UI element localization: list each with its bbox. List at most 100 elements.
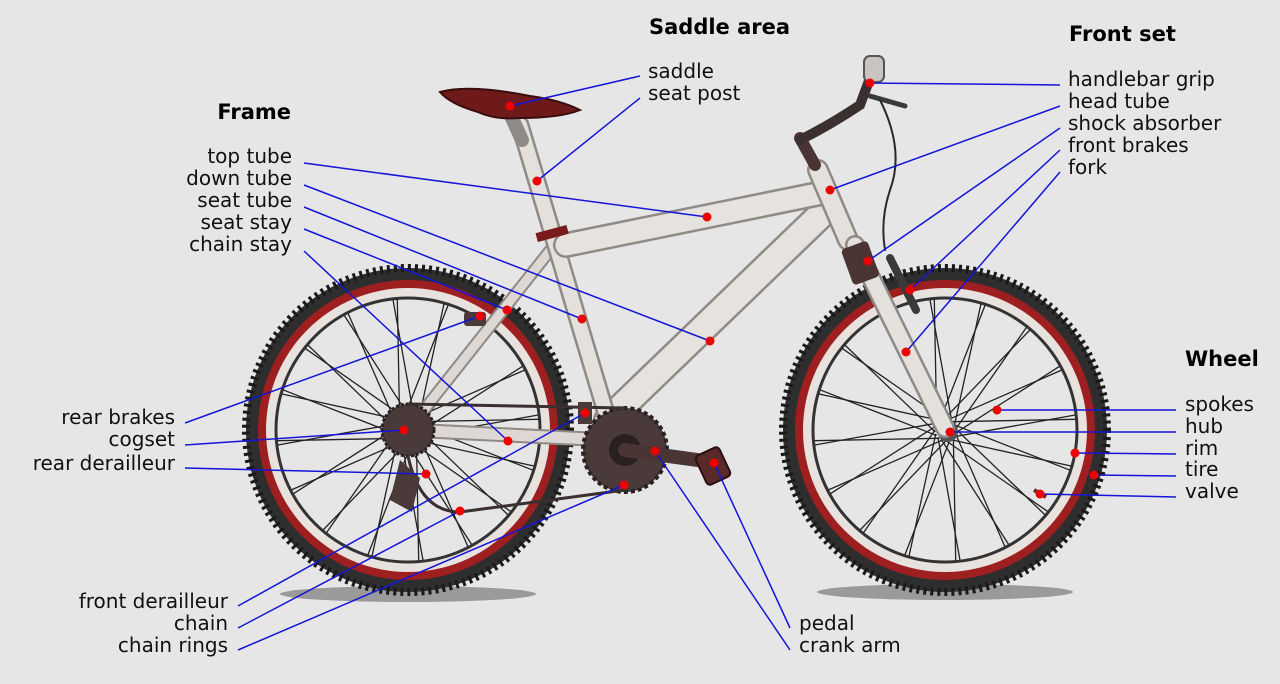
spoke [952, 435, 957, 561]
spoke [293, 425, 400, 495]
marker-seat-stay [502, 305, 512, 315]
header-front-set: Front set [1069, 22, 1176, 46]
marker-pedal [709, 458, 719, 468]
chain-stay-tube [402, 424, 616, 446]
leader-tire [1093, 474, 1177, 477]
spoke [305, 348, 409, 421]
leader-rear-derailleur [184, 467, 427, 475]
label-seat-post: seat post [648, 81, 741, 105]
marker-seat-post [532, 176, 542, 186]
marker-saddle [505, 101, 515, 111]
spoke [859, 439, 948, 531]
marker-tire [1089, 470, 1099, 480]
spoke [937, 436, 961, 561]
spoke [938, 305, 986, 422]
label-cogset: cogset [109, 427, 176, 451]
seat-clamp [535, 224, 569, 242]
spoke [844, 344, 936, 433]
marker-rear-brakes [475, 311, 485, 321]
handlebar-assembly [794, 55, 908, 251]
spoke [818, 393, 942, 422]
spoke [326, 429, 399, 533]
spoke [307, 344, 399, 433]
spoke [814, 437, 940, 442]
marker-handlebar-grip [865, 78, 875, 88]
frame [400, 115, 859, 448]
leader-front-derailleur [237, 412, 586, 607]
spoke [283, 389, 400, 437]
seat-stay-tube [403, 243, 557, 435]
down-tube-tube [595, 195, 841, 433]
marker-chain-stay [503, 436, 513, 446]
spoke [416, 365, 523, 435]
leader-pedal [713, 462, 791, 629]
marker-valve [1035, 489, 1045, 499]
spoke [953, 303, 982, 427]
marker-chain [455, 506, 465, 516]
label-pedal: pedal [799, 611, 855, 635]
label-front-brakes: front brakes [1068, 133, 1189, 157]
handlebar-grip-shape [863, 55, 885, 83]
spoke [347, 313, 399, 429]
spoke [371, 433, 400, 557]
seat-tube-tube [513, 118, 615, 427]
spoke [951, 414, 1076, 438]
spoke [908, 433, 937, 557]
label-shock-absorber: shock absorber [1068, 111, 1222, 135]
spoke [417, 431, 469, 547]
marker-shock-absorber [863, 256, 873, 266]
spoke [343, 315, 413, 422]
marker-head-tube [825, 185, 835, 195]
spoke [411, 438, 535, 467]
spoke [904, 438, 952, 555]
spoke [814, 422, 939, 446]
leader-seat-stay [303, 228, 508, 311]
spoke [417, 427, 509, 516]
spoke [942, 329, 1031, 421]
leader-down-tube [303, 184, 711, 342]
label-rim: rim [1185, 436, 1218, 460]
label-fork: fork [1068, 155, 1108, 179]
part-labels: saddle seat post handlebar grip head tub… [33, 59, 1254, 657]
top-tube-tube [555, 182, 833, 256]
spoke [954, 427, 1046, 516]
marker-hub [945, 427, 955, 437]
marker-front-brakes [905, 285, 915, 295]
spoke [863, 429, 936, 533]
marker-down-tube [705, 336, 715, 346]
spoke [396, 299, 401, 425]
marker-rim [1070, 448, 1080, 458]
leader-rear-brakes [184, 315, 481, 424]
marker-crank-arm [650, 446, 660, 456]
leader-fork [905, 171, 1061, 353]
seat-post-shape [505, 111, 529, 147]
label-seat-stay: seat stay [200, 210, 292, 234]
spoke [413, 418, 539, 423]
spoke [944, 439, 1048, 512]
header-wheel: Wheel [1185, 347, 1259, 371]
front-brake-arm [886, 254, 920, 314]
spoke [950, 418, 1076, 423]
spoke [281, 393, 405, 422]
leader-handlebar-grip [869, 82, 1061, 86]
spoke [820, 389, 937, 437]
label-crank-arm: crank arm [799, 633, 901, 657]
head-tube-tube [809, 161, 857, 249]
marker-seat-tube [577, 314, 587, 324]
section-headers: Saddle area Front set Frame Wheel [217, 15, 1258, 371]
leader-head-tube [829, 105, 1061, 191]
shock-absorber-body [841, 241, 879, 285]
label-rear-derailleur: rear derailleur [33, 451, 176, 475]
label-seat-tube: seat tube [197, 188, 292, 212]
fork-assembly [841, 235, 955, 438]
leader-front-brakes [909, 149, 1061, 291]
label-saddle: saddle [648, 59, 714, 83]
leader-cogset [184, 429, 405, 446]
spoke [415, 435, 420, 561]
spoke [367, 438, 415, 555]
leader-crank-arm [654, 450, 791, 651]
spoke [940, 438, 1010, 545]
leader-chain [237, 510, 461, 629]
marker-chain-rings [619, 480, 629, 490]
